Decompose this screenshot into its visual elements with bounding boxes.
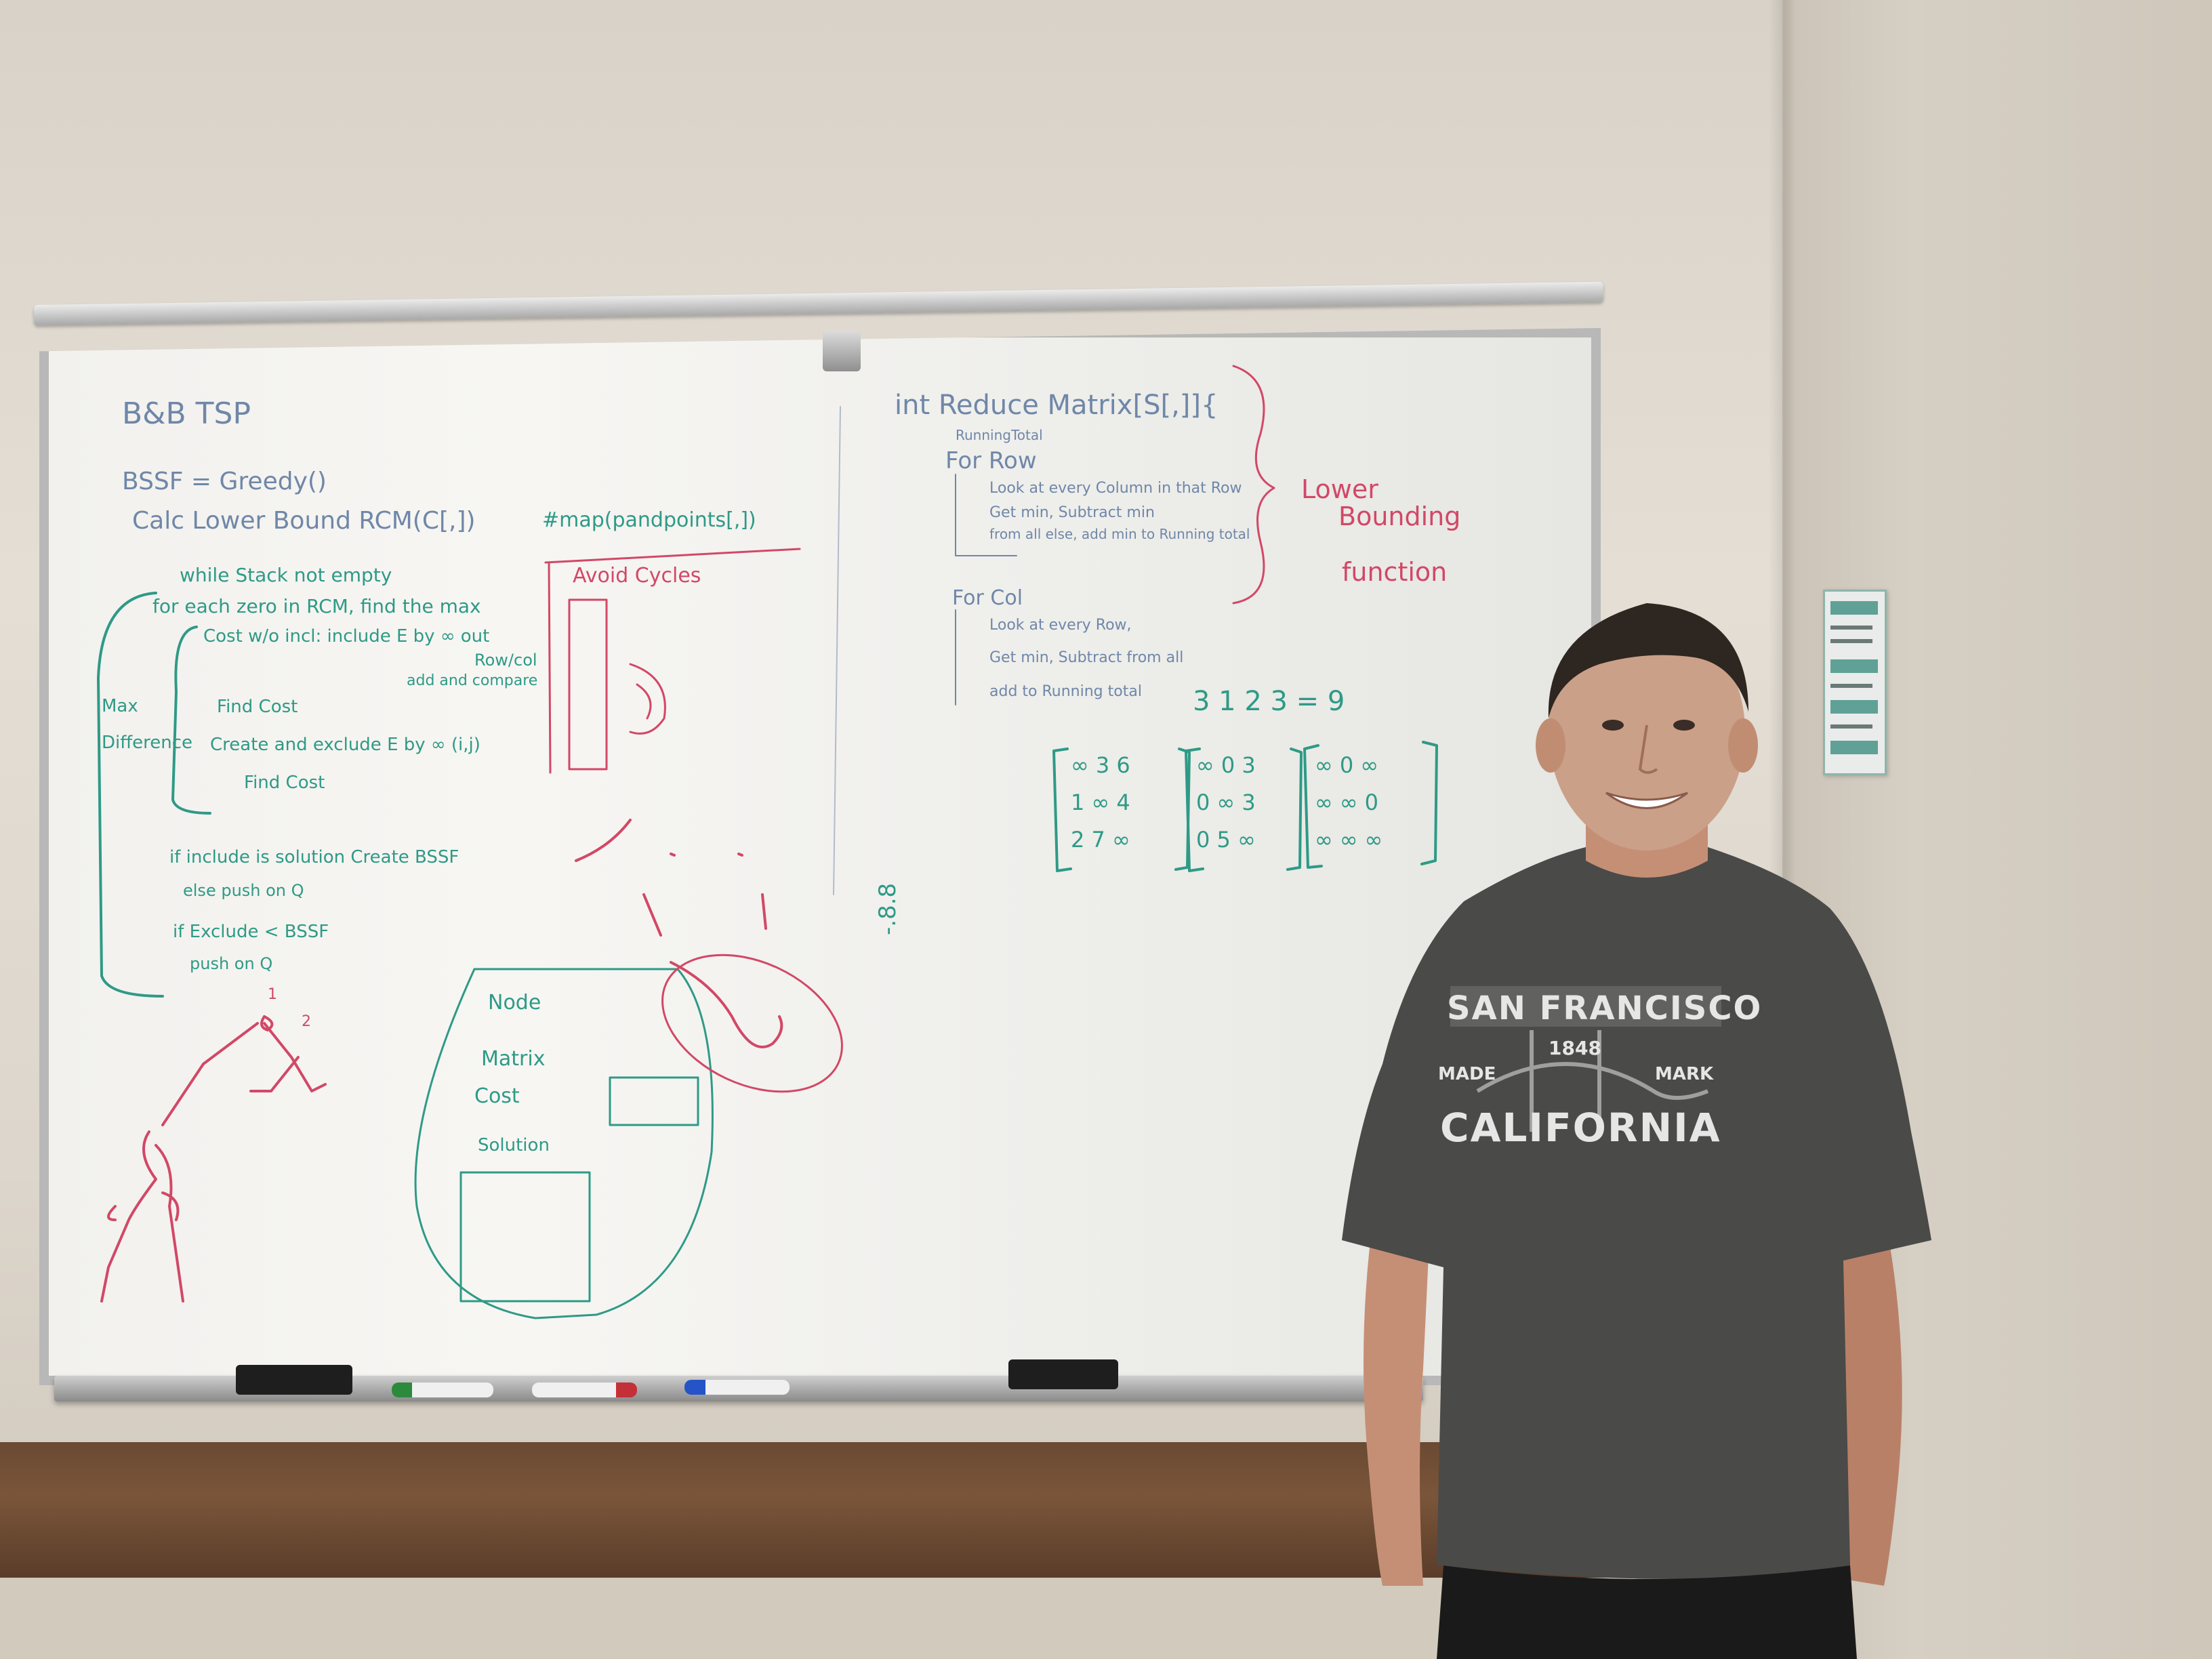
find-cost-1: Find Cost [217,697,298,717]
for-col-2: Get min, Subtract from all [989,649,1184,666]
create-exclude-line: Create and exclude E by ∞ (i,j) [210,735,480,755]
node-box [414,968,714,1319]
shirt-year: 1848 [1549,1037,1601,1059]
lower-bound-line: Calc Lower Bound RCM(C[,]) [132,507,476,535]
red-marker[interactable] [532,1382,637,1397]
if-exclude-line: if Exclude < BSSF [173,922,329,942]
add-and-compare: add and compare [407,672,538,689]
whiteboard-clip [823,331,861,371]
matrix2-brackets [1185,747,1303,872]
avoid-cycles-box [544,548,801,774]
for-row-2: Get min, Subtract min [989,504,1155,521]
smile [1605,792,1688,809]
row-col-label: Row/col [474,651,537,670]
node-title: Node [488,991,541,1015]
matrix1-row1: ∞ 3 6 [1071,752,1130,778]
whiteboard [39,328,1601,1385]
matrix2-row3: 0 5 ∞ [1196,827,1256,853]
running-total: RunningTotal [956,427,1043,443]
find-cost-2: Find Cost [244,773,325,793]
inner-bracket [171,626,211,815]
matrix3-brackets [1303,741,1438,869]
else-push-line: else push on Q [183,881,304,900]
while-line: while Stack not empty [180,564,392,586]
cycle-arrows [629,663,666,735]
person-figure [1342,603,1931,1659]
left-eye [1602,720,1624,731]
red-ellipse [661,954,843,1093]
reduce-matrix: int Reduce Matrix[S[,]]{ [895,390,1218,421]
green-marker[interactable] [392,1382,493,1397]
matrix1-brackets [1052,747,1191,872]
bridge-graphic [1476,1030,1709,1132]
if-include-line: if include is solution Create BSSF [169,847,459,867]
matrix2-row1: ∞ 0 3 [1196,752,1256,778]
for-row: For Row [945,447,1037,474]
avoid-cycles: Avoid Cycles [573,564,701,588]
lower-bounding-3: function [1342,557,1448,587]
matrix3-row2: ∞ ∞ 0 [1315,790,1379,815]
cycle-stack [568,598,608,771]
matrix1-row3: 2 7 ∞ [1071,827,1130,853]
shirt-mark: MARK [1655,1064,1714,1084]
for-row-3: from all else, add min to Running total [989,526,1250,542]
right-arm [1837,1213,1902,1586]
nose [1638,724,1658,774]
left-ear [1536,718,1565,773]
wall-sign [1823,590,1887,775]
tree-label-2: 2 [302,1013,311,1030]
eraser-left[interactable] [236,1365,352,1395]
bssf-line: BSSF = Greedy() [122,468,327,495]
shirt-line2: CALIFORNIA [1440,1105,1721,1151]
reduce-brace [1232,365,1275,605]
t-shirt [1342,847,1931,1579]
tree-top [202,1015,327,1092]
for-row-1: Look at every Column in that Row [989,480,1242,497]
hair [1548,603,1748,718]
big-left-bracket [97,592,164,998]
shirt-line1: SAN FRANCISCO [1447,989,1763,1027]
red-dots [575,819,767,937]
for-col-1: Look at every Row, [989,617,1132,634]
node-matrix-sketch [609,1076,699,1126]
right-ear [1728,718,1758,773]
blue-marker[interactable] [684,1380,790,1395]
board-title: B&B TSP [122,396,251,431]
for-col-3: add to Running total [989,683,1142,700]
shirt-graphic-top [1450,986,1721,1027]
shirt-made: MADE [1438,1064,1496,1084]
node-cost: Cost [474,1084,520,1108]
left-arm [1364,1200,1430,1586]
matrix1-row2: 1 ∞ 4 [1071,790,1130,815]
right-eye [1673,720,1695,731]
for-each-line: for each zero in RCM, find the max [152,595,481,617]
person: SAN FRANCISCO 1848 MADE MARK CALIFORNIA [1328,590,1965,1659]
lower-bounding-1: Lower [1301,474,1378,504]
node-solution: Solution [478,1135,550,1155]
red-curve [670,961,783,1048]
matrix3-row3: ∞ ∞ ∞ [1315,827,1383,853]
stick-figure [100,1063,205,1303]
row-bracket [955,474,1017,556]
node-matrix: Matrix [481,1047,546,1071]
dark-pants [1437,1565,1857,1659]
cost-include-line: Cost w/o incl: include E by ∞ out [203,626,490,647]
push-line: push on Q [190,954,273,973]
map-header: #map(pandpoints[,]) [542,508,756,532]
matrix3-row1: ∞ 0 ∞ [1315,752,1379,778]
matrix2-row2: 0 ∞ 3 [1196,790,1256,815]
center-divider [833,406,841,895]
tree-label-1: 1 [268,986,277,1003]
for-col: For Col [952,586,1023,610]
sum-line: 3 1 2 3 = 9 [1193,686,1345,717]
eraser-right[interactable] [1008,1359,1118,1389]
lower-bounding-2: Bounding [1338,501,1461,531]
node-solution-bracket [459,1171,591,1303]
